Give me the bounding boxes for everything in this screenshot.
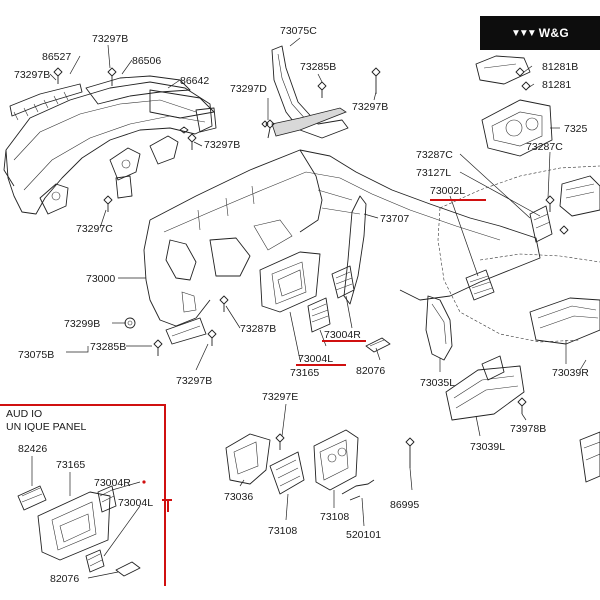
label-73039l: 73039L (470, 441, 505, 453)
defroster-duct (3, 81, 217, 215)
label-73000: 73000 (86, 273, 115, 285)
label-73285b: 73285B (90, 341, 126, 353)
label-82076: 82076 (356, 365, 385, 377)
label-73002l: 73002L (430, 185, 465, 197)
audio-panel-73108-right (313, 429, 359, 491)
label-73004r: 73004R (94, 477, 131, 489)
label-73035l: 73035L (420, 377, 455, 389)
label-81281: 81281 (542, 79, 571, 91)
center-stack-73036 (225, 433, 285, 485)
brand-logo: ▼▼▼ W&G (480, 16, 600, 50)
clip-82076 (365, 337, 391, 353)
screws-top-left (53, 67, 197, 212)
label-73297d: 73297D (230, 83, 267, 95)
switch-panel-73108-left (269, 451, 305, 495)
label-520101: 520101 (346, 529, 381, 541)
label-73297b: 73297B (204, 139, 240, 151)
label-73004l: 73004L (298, 353, 333, 365)
screw-86995 (405, 437, 415, 468)
right-edge-pieces (579, 431, 600, 483)
side-trim-73707 (343, 195, 367, 305)
lower-trim-73039l (445, 355, 527, 421)
vent-73004l (307, 297, 331, 333)
logo-text: W&G (538, 26, 569, 40)
label-73297c: 73297C (76, 223, 113, 235)
label-73075b: 73075B (18, 349, 54, 361)
label-82076: 82076 (50, 573, 79, 585)
label-73297b: 73297B (92, 33, 128, 45)
vent-73004r (331, 265, 355, 299)
defroster-nozzle (9, 83, 83, 121)
label-73039r: 73039R (552, 367, 589, 379)
label-73297b: 73297B (14, 69, 50, 81)
label-73127l: 73127L (416, 167, 451, 179)
center-bezel-73165 (259, 251, 321, 313)
glovebox-hinge-area (529, 175, 600, 243)
passenger-side-dash-dashed (437, 165, 600, 343)
label-73287c: 73287C (526, 141, 563, 153)
inset-title-line1: AUD IO (6, 408, 42, 420)
label-73108: 73108 (320, 511, 349, 523)
screws-top-center (261, 67, 381, 128)
label-73165: 73165 (290, 367, 319, 379)
label-73707: 73707 (380, 213, 409, 225)
label-73108: 73108 (268, 525, 297, 537)
label-73285b: 73285B (300, 61, 336, 73)
lower-left-trim (124, 295, 229, 356)
label-81281b: 81281B (542, 61, 578, 73)
label-86995: 86995 (390, 499, 419, 511)
lower-trim-73039r (529, 297, 600, 345)
label-73287c: 73287C (416, 149, 453, 161)
label-73297e: 73297E (262, 391, 298, 403)
label-73165: 73165 (56, 459, 85, 471)
label-86642: 86642 (180, 75, 209, 87)
label-73004l: 73004L (118, 497, 153, 509)
label-73297b: 73297B (352, 101, 388, 113)
label-73299b: 73299B (64, 318, 100, 330)
label-82426: 82426 (18, 443, 47, 455)
inset-title-line2: UN IQUE PANEL (6, 421, 86, 433)
right-top-components (475, 55, 553, 157)
label-7325: 7325 (564, 123, 588, 135)
instrument-panel-body (143, 149, 541, 327)
leader-lines (49, 37, 587, 527)
label-73978b: 73978B (510, 423, 546, 435)
center-vent-duct (85, 75, 215, 119)
inset-audio-panel: AUD IO UN IQUE PANEL (0, 404, 166, 586)
label-73036: 73036 (224, 491, 253, 503)
trim-strip-73075c (265, 45, 349, 139)
label-86506: 86506 (132, 55, 161, 67)
logo-mark: ▼▼▼ (511, 27, 537, 39)
wire-520101 (341, 479, 375, 501)
highlight-marks (142, 199, 486, 512)
part-labels: 73297B 86527 73297B 86506 86642 73297B 7… (14, 25, 589, 585)
corner-trim-73035l (425, 295, 453, 361)
label-73297b: 73297B (176, 375, 212, 387)
side-vent-73002l (465, 269, 495, 301)
label-73287b: 73287B (240, 323, 276, 335)
label-86527: 86527 (42, 51, 71, 63)
label-73075c: 73075C (280, 25, 317, 37)
label-73004r: 73004R (324, 329, 361, 341)
